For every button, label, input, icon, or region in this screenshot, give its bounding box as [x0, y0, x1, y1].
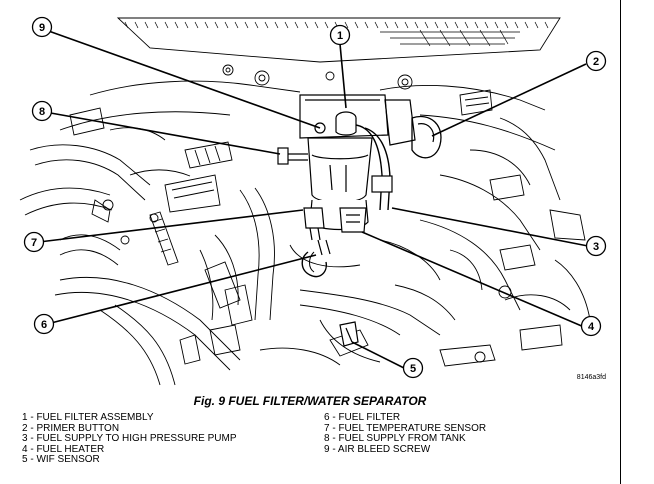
callout-9: 9: [31, 16, 53, 38]
svg-text:3: 3: [593, 241, 599, 253]
svg-text:8: 8: [39, 106, 45, 118]
callout-1: 1: [329, 24, 351, 46]
legend-column-left: 1 - FUEL FILTER ASSEMBLY 2 - PRIMER BUTT…: [22, 412, 237, 466]
legend-item: 1 - FUEL FILTER ASSEMBLY: [22, 412, 154, 423]
svg-text:4: 4: [588, 321, 595, 333]
engine-illustration: 1 2 3 4 5 6 7: [19, 16, 607, 386]
engine-background-art: [19, 17, 591, 386]
legend-item: 8 - FUEL SUPPLY FROM TANK: [324, 433, 466, 445]
legend-item: 6 - FUEL FILTER: [324, 412, 401, 423]
callout-5: 5: [402, 357, 424, 379]
legend-item: 3 - FUEL SUPPLY TO HIGH PRESSURE PUMP: [22, 433, 237, 445]
svg-text:1: 1: [337, 30, 343, 42]
figure-code: 8146a3fd: [577, 374, 606, 381]
legend-item: 7 - FUEL TEMPERATURE SENSOR: [324, 422, 487, 434]
legend-item: 9 - AIR BLEED SCREW: [324, 443, 431, 455]
callout-6: 6: [33, 313, 55, 335]
figure-frame: 1 2 3 4 5 6 7: [19, 0, 621, 484]
svg-text:5: 5: [410, 363, 416, 375]
callout-3: 3: [585, 235, 607, 257]
legend-item: 4 - FUEL HEATER: [22, 443, 105, 455]
legend-item: 2 - PRIMER BUTTON: [22, 422, 120, 434]
svg-text:7: 7: [31, 237, 37, 249]
svg-text:6: 6: [41, 319, 47, 331]
svg-text:9: 9: [39, 22, 45, 34]
legend-column-right: 6 - FUEL FILTER 7 - FUEL TEMPERATURE SEN…: [324, 412, 487, 455]
fuel-filter-assembly-art: [277, 94, 442, 347]
figure-caption: Fig. 9 FUEL FILTER/WATER SEPARATOR: [193, 394, 427, 408]
callout-7: 7: [23, 231, 45, 253]
callout-8: 8: [31, 100, 53, 122]
callout-2: 2: [585, 50, 607, 72]
svg-text:2: 2: [593, 56, 599, 68]
callout-4: 4: [580, 315, 602, 337]
callout-leaders: [38, 28, 589, 369]
legend-item: 5 - WIF SENSOR: [22, 454, 100, 466]
